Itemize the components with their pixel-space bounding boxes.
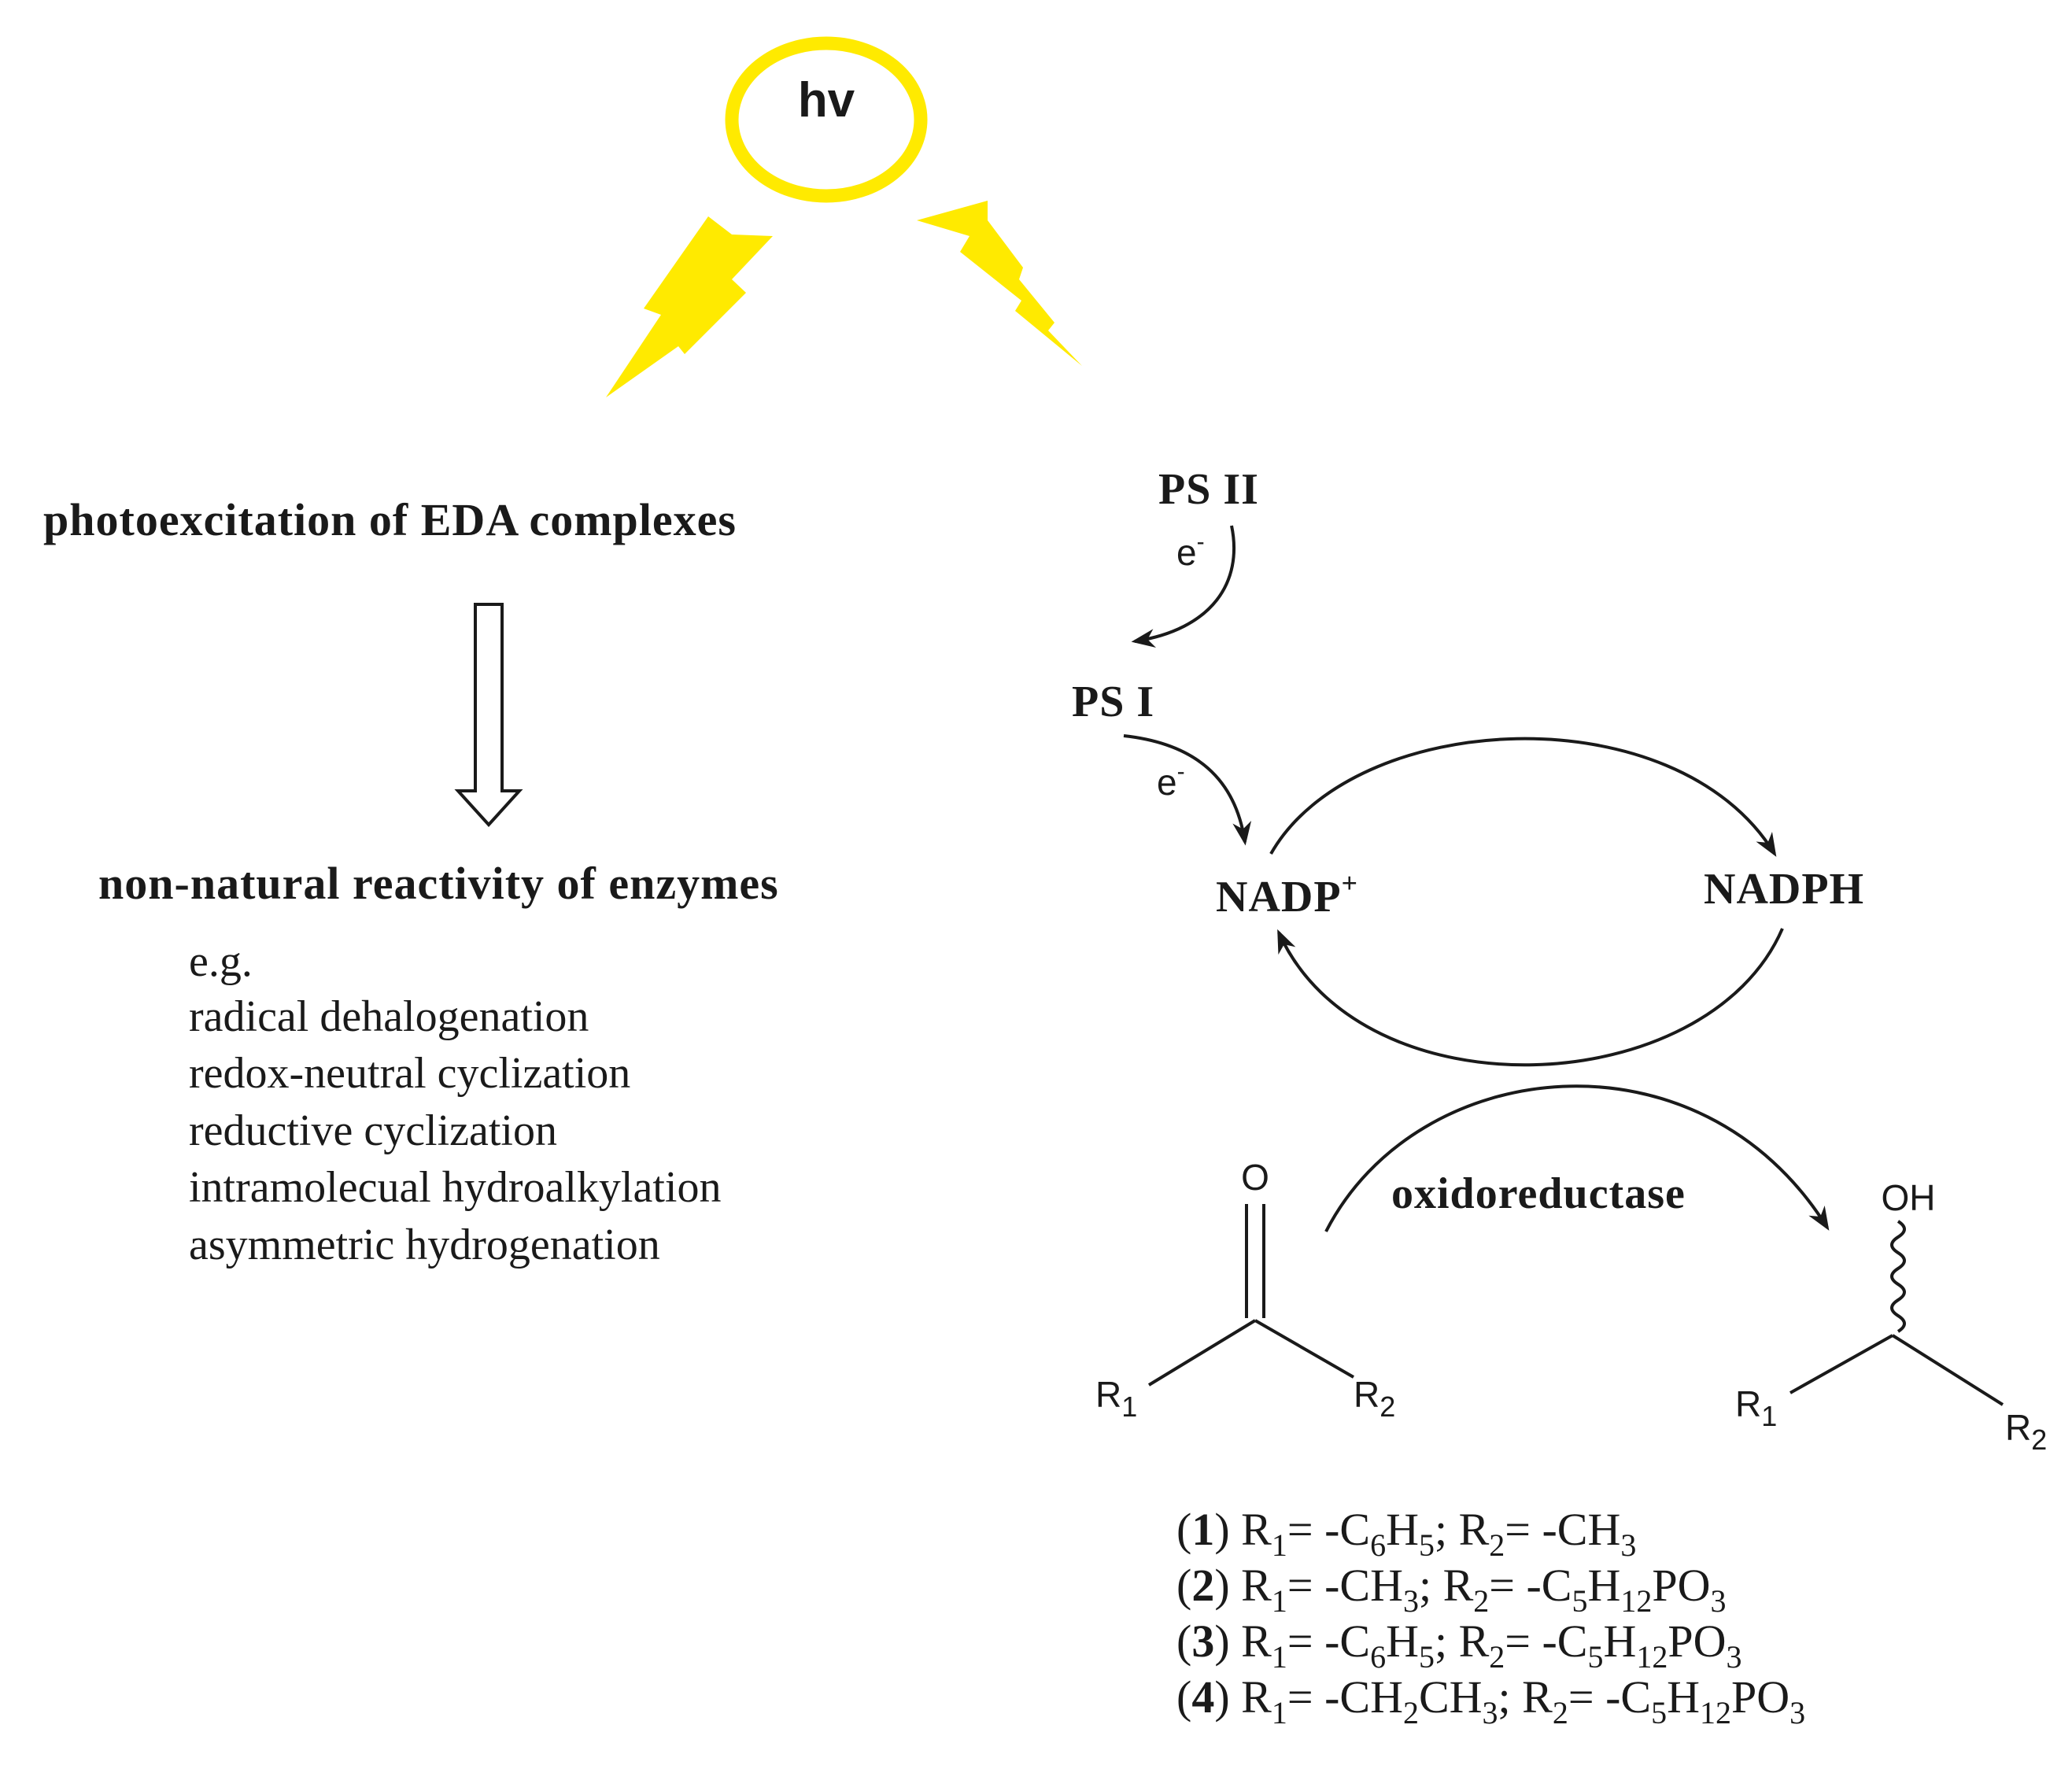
hydroxyl-label: OH: [1882, 1177, 1936, 1218]
nadph-label: NADPH: [1704, 865, 1864, 914]
r1-label: R1: [1735, 1383, 1777, 1432]
non-natural-heading: non-natural reactivity of enzymes: [98, 858, 779, 909]
r1-label: R1: [1095, 1374, 1137, 1423]
carbonyl-oxygen-label: O: [1241, 1157, 1269, 1198]
compound-line: (3) R1= -C6H5; R2= -C5H12PO3: [1176, 1616, 1742, 1675]
compound-r1: R: [1241, 1504, 1272, 1555]
compound-paren: (: [1176, 1616, 1191, 1667]
psii-label: PS II: [1158, 465, 1259, 514]
ketone-to-alcohol-arrow: [1324, 1084, 1830, 1232]
compound-r1: R: [1241, 1671, 1272, 1723]
compound-paren: (: [1176, 1671, 1191, 1723]
r2-bond: [1254, 1319, 1354, 1379]
compound-r2: R: [1522, 1671, 1553, 1723]
compound-line: (2) R1= -CH3; R2= -C5H12PO3: [1176, 1560, 1727, 1619]
example-item: asymmetric hydrogenation: [189, 1221, 660, 1269]
compound-r1: R: [1241, 1560, 1272, 1611]
enzyme-label: oxidoreductase: [1391, 1169, 1686, 1218]
compound-paren: (: [1176, 1560, 1191, 1611]
compound-line: (4) R1= -CH2CH3; R2= -C5H12PO3: [1176, 1671, 1805, 1730]
r1-bond: [1789, 1334, 1893, 1394]
compound-r2: R: [1459, 1504, 1490, 1555]
compound-line: (1) R1= -C6H5; R2= -CH3: [1176, 1504, 1636, 1563]
compound-r2: R: [1443, 1560, 1474, 1611]
oxidation-arrow: [1277, 928, 1784, 1067]
electron-label: e-: [1157, 759, 1185, 803]
compound-list: (1) R1= -C6H5; R2= -CH3(2) R1= -CH3; R2=…: [1176, 1504, 1805, 1730]
hv-label: hv: [798, 73, 855, 127]
lightning-right-icon: [917, 201, 1082, 366]
compound-number: 1: [1191, 1504, 1214, 1555]
left-panel: photoexcitation of EDA complexes non-nat…: [43, 494, 779, 1269]
compound-paren: ): [1214, 1560, 1241, 1611]
example-item: intramolecual hydroalkylation: [189, 1163, 721, 1212]
lightning-left-icon: [606, 216, 773, 397]
sun-ring: [725, 36, 928, 203]
electron-label: e-: [1176, 529, 1205, 573]
compound-paren: ): [1214, 1671, 1241, 1723]
r2-bond: [1891, 1334, 2004, 1406]
example-item: reductive cyclization: [189, 1106, 557, 1155]
compound-r1: R: [1241, 1616, 1272, 1667]
compound-paren: ): [1214, 1616, 1241, 1667]
compound-paren: ): [1214, 1504, 1241, 1555]
psi-to-nadp-arrow: [1123, 734, 1252, 846]
eda-heading: photoexcitation of EDA complexes: [43, 494, 737, 545]
r2-label: R2: [2005, 1407, 2047, 1456]
compound-paren: (: [1176, 1504, 1191, 1555]
ketone-structure: O R1 R2: [1095, 1157, 1395, 1423]
compound-number: 4: [1191, 1671, 1214, 1723]
examples-intro: e.g.: [189, 937, 253, 986]
alcohol-structure: OH R1 R2: [1735, 1177, 2047, 1456]
nadp-label: NADP+: [1216, 867, 1358, 921]
r2-label: R2: [1354, 1374, 1395, 1423]
psii-to-psi-arrow: [1131, 525, 1236, 648]
reduction-arrow: [1269, 737, 1777, 857]
wavy-bond: [1890, 1220, 1906, 1333]
photosystem-chain: PS II e- PS I e-: [1072, 465, 1259, 846]
light-source: hv: [606, 36, 1082, 397]
cofactor-cycle: NADP+ NADPH oxidoreductase: [1216, 737, 1864, 1232]
r1-bond: [1147, 1319, 1257, 1387]
psi-label: PS I: [1072, 678, 1154, 726]
down-arrow-icon: [454, 603, 523, 827]
compound-r2: R: [1459, 1616, 1490, 1667]
example-item: radical dehalogenation: [189, 992, 589, 1041]
compound-number: 2: [1191, 1560, 1214, 1611]
example-item: redox-neutral cyclization: [189, 1049, 630, 1098]
compound-number: 3: [1191, 1616, 1214, 1667]
